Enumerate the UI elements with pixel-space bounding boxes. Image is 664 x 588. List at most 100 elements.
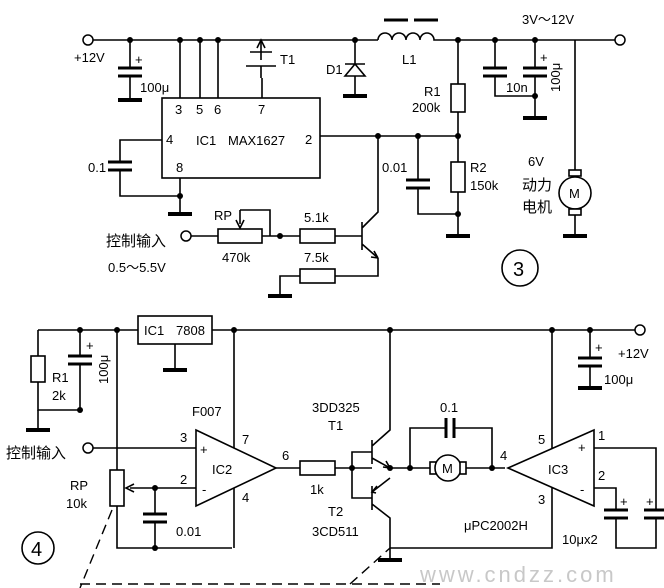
input-terminal-12v <box>82 34 94 46</box>
t2-pnp <box>371 477 391 560</box>
terminal-12v <box>634 324 646 336</box>
ic2-pin6: 6 <box>282 448 289 463</box>
fb-cap-wire <box>320 135 458 215</box>
motor-m: M <box>569 186 580 201</box>
ic3-name: IC3 <box>548 462 568 477</box>
rp-potentiometer <box>217 228 263 244</box>
motor-voltage: 6V <box>528 154 544 169</box>
control-input-label: 控制输入 <box>106 232 166 250</box>
ic1-pin2: 2 <box>305 132 312 147</box>
r-base-resistor <box>299 228 336 244</box>
cap-motor-value: 0.1 <box>440 400 458 415</box>
ic2-plus: + <box>200 442 208 457</box>
plus-sign: + <box>135 52 143 67</box>
junction-dot <box>231 327 237 333</box>
r-base-value: 5.1k <box>304 210 329 225</box>
base-link <box>351 451 372 499</box>
ic2-pin2: 2 <box>180 472 187 487</box>
ic2-name: IC2 <box>212 462 232 477</box>
ic1-part: 7808 <box>176 323 205 338</box>
cap-left-plates <box>68 354 92 366</box>
junction-dot <box>152 545 158 551</box>
ic1-name: IC1 <box>196 133 216 148</box>
junction-dot <box>587 327 593 333</box>
r2-resistor <box>450 161 466 193</box>
t2-label: T2 <box>328 504 343 519</box>
npn-transistor <box>361 136 379 259</box>
emitter-wire <box>279 258 379 296</box>
ic3-pin2: 2 <box>598 468 605 483</box>
ic1-pin5: 5 <box>196 102 203 117</box>
label-plus12v: +12V <box>74 50 105 65</box>
r1-value: 200k <box>412 100 441 115</box>
plus-sign: + <box>86 338 94 353</box>
circuit-number: 3 <box>513 259 524 281</box>
cap-rp-value: 0.01 <box>176 524 201 539</box>
junction-dot <box>114 327 120 333</box>
ic1-part: MAX1627 <box>228 133 285 148</box>
t1-label: T1 <box>280 52 295 67</box>
mechanical-link <box>79 509 440 588</box>
control-range: 0.5～5.5V <box>108 260 166 275</box>
t1-arrow <box>256 38 266 60</box>
t2-arrow <box>370 485 378 494</box>
junction-dot <box>177 193 183 199</box>
input-wire <box>93 447 196 489</box>
ic1-max1627 <box>161 97 321 179</box>
ic1-pin3: 3 <box>175 102 182 117</box>
ic3-supply-wire <box>390 330 553 549</box>
ic2-pin4: 4 <box>242 490 249 505</box>
fb-cap-plates <box>406 178 430 190</box>
cap-motor-wire <box>409 427 493 468</box>
r2-value: 150k <box>470 178 499 193</box>
junction-dot <box>77 327 83 333</box>
control-input-terminal <box>180 230 192 242</box>
circuit-3: +12V 3V～12V + 100μ 3 5 6 7 4 8 2 IC1 MAX… <box>74 12 626 298</box>
d1-label: D1 <box>326 62 343 77</box>
cap-input-plates <box>118 66 142 78</box>
r-emitter-resistor <box>299 268 336 284</box>
ic3-part: μPC2002H <box>464 518 528 533</box>
ic3-plus: + <box>578 440 586 455</box>
ic1-regulator-7808 <box>137 315 213 345</box>
t2-part: 3CD511 <box>312 524 359 539</box>
output-terminal <box>614 34 626 46</box>
t1-npn <box>371 330 391 469</box>
control-input-label: 控制输入 <box>6 444 66 462</box>
junction-dot <box>415 133 421 139</box>
ic1-pin-wires <box>179 40 263 98</box>
l1-label: L1 <box>402 52 416 67</box>
label-plus12v: +12V <box>618 346 649 361</box>
ic1-pin4: 4 <box>166 132 173 147</box>
circuit-number-badge <box>21 531 55 565</box>
plus-sign: + <box>595 340 603 355</box>
r1-label: R1 <box>52 370 69 385</box>
motor-body-right <box>459 461 467 475</box>
motor-body-top <box>568 169 582 177</box>
rp-label: RP <box>70 478 88 493</box>
ic3-pin1: 1 <box>598 428 605 443</box>
cap-pair-value: 10μx2 <box>562 532 598 547</box>
rp-value: 470k <box>222 250 251 265</box>
ic3-pin3: 3 <box>538 492 545 507</box>
cap-right-value: 100μ <box>604 372 633 387</box>
ic1-pin7: 7 <box>258 102 265 117</box>
npn-arrow <box>370 250 379 259</box>
junction-dot <box>532 93 538 99</box>
cap-motor-plates <box>444 418 456 438</box>
rp-potentiometer <box>109 469 125 507</box>
r-emitter-value: 7.5k <box>304 250 329 265</box>
ic2-opamp-f007 <box>195 428 278 508</box>
cap-input-value: 100μ <box>140 80 169 95</box>
rp-label: RP <box>214 208 232 223</box>
ic3-pin4: 4 <box>500 448 507 463</box>
ic3-minus: - <box>580 482 584 497</box>
cap-rp-plates <box>143 512 167 524</box>
cap-pair-wire <box>615 518 657 549</box>
motor-m: M <box>442 461 453 476</box>
cap-10n-value: 10n <box>506 80 528 95</box>
junction-dot <box>77 407 83 413</box>
junction-dot <box>387 327 393 333</box>
r-base-value: 1k <box>310 482 324 497</box>
